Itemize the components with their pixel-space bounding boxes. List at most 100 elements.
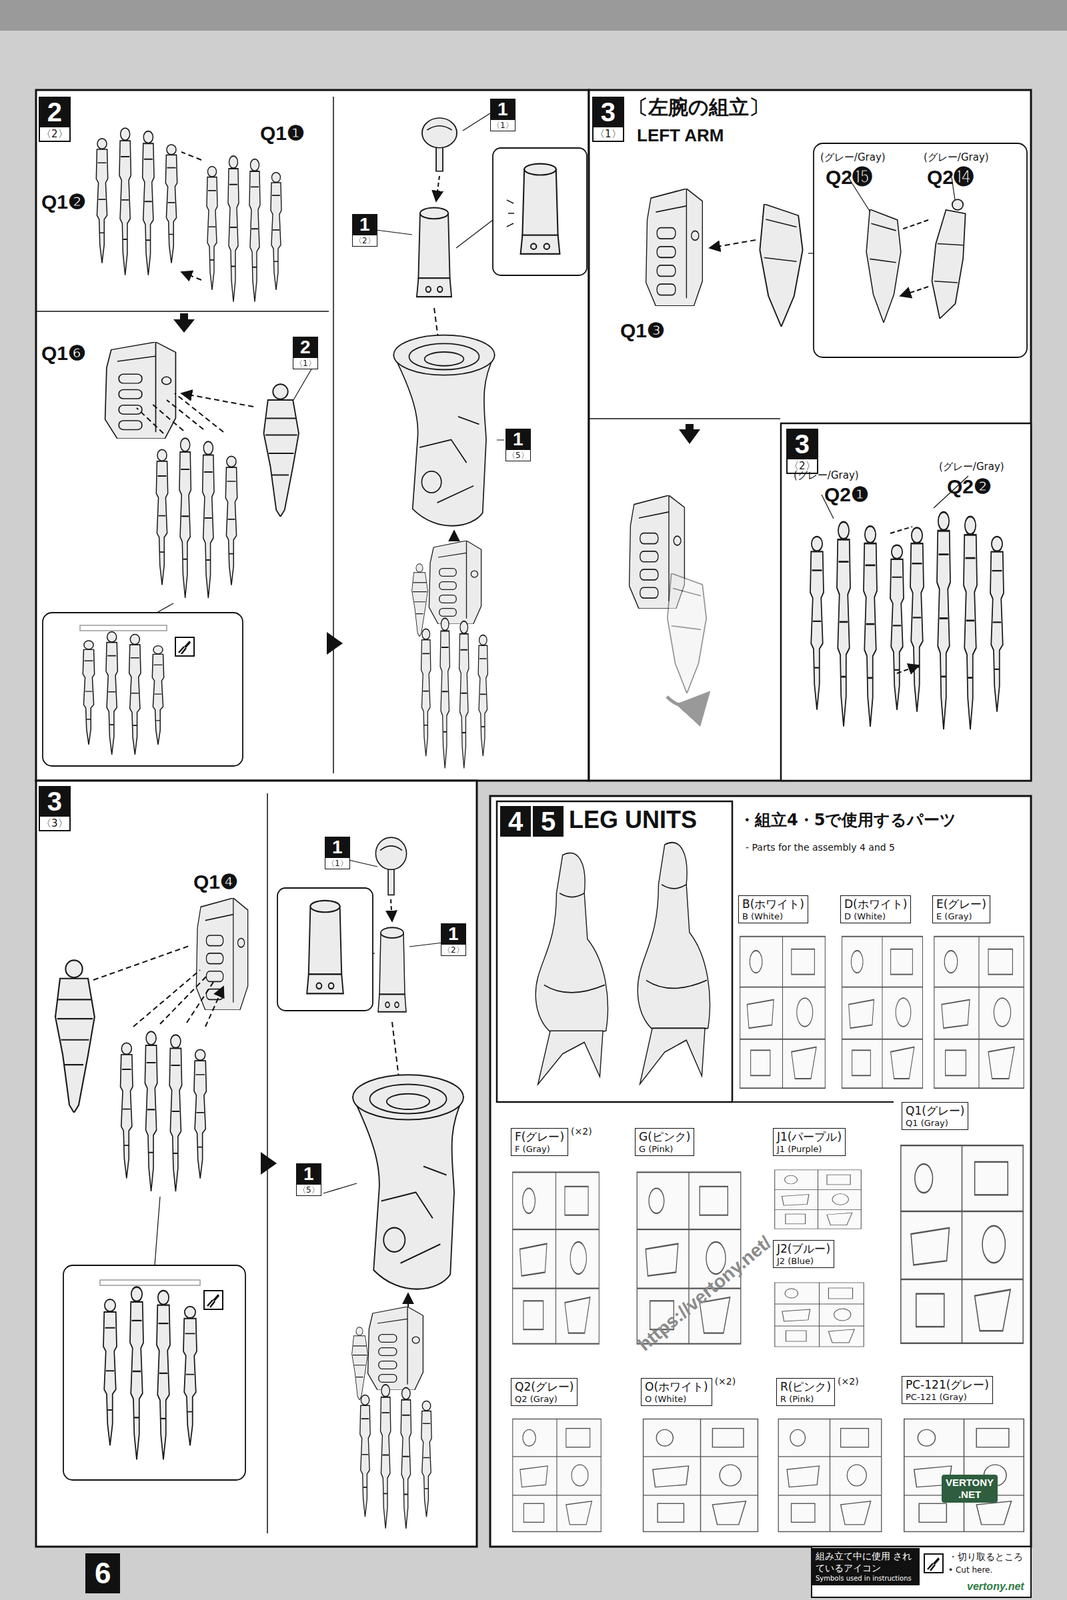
node-text: 組み立て中に使用 されているアイコン bbox=[815, 1550, 916, 1575]
node-text: D(ホワイト) bbox=[844, 896, 907, 912]
runner-label: Q2(グレー)Q2 (Gray) bbox=[510, 1378, 578, 1407]
leg-units-and-runners bbox=[512, 842, 1025, 1574]
node-text: Symbols used in instructions bbox=[815, 1574, 916, 1584]
part-callout: Q1❷ bbox=[41, 190, 87, 215]
node-text: 4 bbox=[500, 806, 531, 837]
page-number: 6 bbox=[85, 1553, 121, 1594]
node-text: 6 bbox=[94, 1553, 111, 1594]
runner-label: D(ホワイト)D (White) bbox=[840, 895, 911, 924]
step-badge: 3〈3〉 bbox=[38, 786, 71, 832]
node-text: 〈5〉 bbox=[505, 450, 531, 462]
node-text: 1 bbox=[505, 428, 531, 451]
node-text: PC-121 (Gray) bbox=[905, 1392, 989, 1404]
runner-label: J1(パープル)J1 (Purple) bbox=[772, 1128, 846, 1157]
part-callout: Q1❹ bbox=[193, 870, 239, 895]
forearm-assembly bbox=[293, 113, 587, 769]
part-callout: Q1❸ bbox=[620, 318, 665, 343]
runner-label: O(ホワイト)O (White) bbox=[640, 1378, 713, 1407]
step-number: 5 bbox=[532, 806, 564, 837]
node-text: Q2 (Gray) bbox=[514, 1394, 574, 1406]
node-text: Q2(グレー) bbox=[514, 1379, 574, 1395]
node-text: Q1(グレー) bbox=[905, 1103, 965, 1119]
color-note: (グレー/Gray) bbox=[938, 460, 1005, 474]
section-title: LEFT ARM bbox=[636, 125, 724, 146]
step-reference: 1〈2〉 bbox=[352, 214, 378, 247]
flow-arrows bbox=[173, 313, 701, 1176]
parts-note: - Parts for the assembly 4 and 5 bbox=[745, 841, 895, 854]
runner-label: R(ピンク)R (Pink) bbox=[776, 1378, 835, 1407]
node-text: B(ホワイト) bbox=[742, 896, 805, 912]
step-reference: 2〈1〉 bbox=[292, 336, 319, 370]
color-note: (グレー/Gray) bbox=[820, 150, 886, 165]
quantity-note: (×2) bbox=[570, 1125, 593, 1138]
node-text: F (Gray) bbox=[514, 1144, 565, 1156]
node-text: 1 bbox=[490, 98, 516, 121]
step-badge: 3〈1〉 bbox=[592, 96, 625, 143]
part-callout: Q1❶ bbox=[260, 121, 305, 146]
runner-label: B(ホワイト)B (White) bbox=[738, 895, 809, 924]
node-text: 〈2〉 bbox=[440, 944, 467, 957]
node-text: 〈5〉 bbox=[296, 1185, 322, 1197]
part-callout: Q2❷ bbox=[946, 474, 992, 499]
watermark-logo: VERTONY .NET bbox=[941, 1475, 998, 1504]
node-text: J1(パープル) bbox=[776, 1129, 842, 1145]
step-reference: 1〈5〉 bbox=[296, 1163, 322, 1197]
node-text: E(グレー) bbox=[936, 896, 987, 912]
icon-legend-header: 組み立て中に使用 されているアイコンSymbols used in instru… bbox=[811, 1548, 920, 1586]
part-callout: Q2❶ bbox=[824, 482, 869, 507]
node-text: J2 (Blue) bbox=[776, 1256, 831, 1268]
node-text: 2 bbox=[38, 96, 71, 128]
node-text: R (Pink) bbox=[780, 1394, 831, 1406]
node-text: G(ピンク) bbox=[638, 1129, 691, 1145]
node-text: PC-121(グレー) bbox=[905, 1377, 989, 1393]
node-text: 〈2〉 bbox=[352, 235, 378, 247]
node-text: 1 bbox=[296, 1163, 322, 1186]
watermark: vertony.net bbox=[966, 1580, 1025, 1594]
node-text: 2 bbox=[292, 336, 319, 359]
legend-text: ・切り取るところ bbox=[948, 1551, 1023, 1564]
step-reference: 1〈1〉 bbox=[324, 836, 351, 870]
runner-label: Q1(グレー)Q1 (Gray) bbox=[901, 1102, 969, 1131]
section-title: LEG UNITS bbox=[568, 804, 697, 836]
node-text: O(ホワイト) bbox=[644, 1379, 709, 1395]
runner-label: E(グレー)E (Gray) bbox=[932, 895, 991, 924]
watermark: https://vertony.net/ bbox=[633, 1231, 776, 1357]
runner-label: PC-121(グレー)PC-121 (Gray) bbox=[901, 1376, 993, 1405]
part-callout: Q1❻ bbox=[41, 341, 87, 366]
node-text: G (Pink) bbox=[638, 1144, 691, 1156]
step-badge: 3〈2〉 bbox=[786, 428, 819, 475]
section-title: 〔左腕の組立〕 bbox=[628, 94, 769, 121]
runner-label: G(ピンク)G (Pink) bbox=[634, 1128, 695, 1157]
node-text: 3 bbox=[38, 786, 71, 817]
node-text: Q1 (Gray) bbox=[905, 1118, 965, 1130]
node-text: O (White) bbox=[644, 1394, 709, 1406]
runner-label: J2(ブルー)J2 (Blue) bbox=[772, 1240, 835, 1269]
node-text: 〈1〉 bbox=[592, 127, 625, 143]
legend-text: • Cut here. bbox=[948, 1565, 993, 1576]
node-text: 〈1〉 bbox=[292, 358, 319, 370]
node-text: 〈3〉 bbox=[38, 816, 71, 832]
node-text: 3 bbox=[786, 428, 819, 460]
left-arm-step-3 bbox=[55, 837, 465, 1530]
node-text: D (White) bbox=[844, 911, 907, 923]
node-text: B (White) bbox=[742, 911, 805, 923]
quantity-note: (×2) bbox=[837, 1375, 859, 1388]
color-note: (グレー/Gray) bbox=[793, 468, 859, 483]
step-badge: 2〈2〉 bbox=[38, 96, 71, 143]
runner-label: F(グレー)F (Gray) bbox=[510, 1128, 569, 1157]
step-reference: 1〈2〉 bbox=[440, 923, 467, 957]
color-note: (グレー/Gray) bbox=[923, 150, 989, 165]
part-callout: Q2⓯ bbox=[825, 165, 873, 190]
node-text: J2(ブルー) bbox=[776, 1241, 831, 1257]
node-text: 3 bbox=[592, 96, 625, 128]
node-text: 1 bbox=[352, 214, 378, 236]
left-arm-step-2 bbox=[810, 476, 1004, 730]
node-text: F(グレー) bbox=[514, 1129, 565, 1145]
node-text: 1 bbox=[440, 923, 467, 945]
step-number: 4 bbox=[500, 806, 531, 837]
node-text: 〈2〉 bbox=[38, 127, 71, 143]
step-2-2-parts bbox=[42, 128, 299, 767]
